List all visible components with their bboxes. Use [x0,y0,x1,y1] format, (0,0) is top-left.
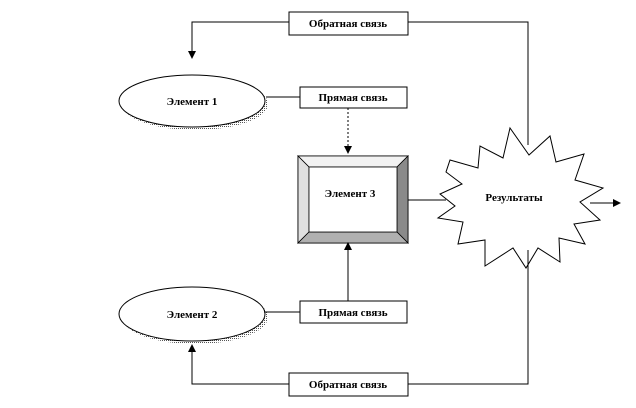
results-label: Результаты [485,192,543,204]
direct-label-top-text: Прямая связь [318,92,387,104]
feedback-label-bottom: Обратная связь [288,372,409,397]
feedback-line-top [192,21,529,145]
direct-label-bottom-text: Прямая связь [318,307,387,319]
element-3: Элемент 3 [297,155,409,244]
feedback-label-bottom-text: Обратная связь [309,379,387,391]
direct-label-bottom: Прямая связь [299,300,408,324]
element-2-label: Элемент 2 [167,309,218,321]
results-burst: Результаты [436,126,605,269]
feedback-label-top-text: Обратная связь [309,18,387,30]
element-3-label: Элемент 3 [325,188,376,200]
direct-label-top: Прямая связь [299,86,408,109]
element-1-label: Элемент 1 [167,96,218,108]
feedback-label-top: Обратная связь [288,11,409,36]
element-2: Элемент 2 [118,286,268,344]
feedback-line-bottom [192,250,529,385]
element-1: Элемент 1 [118,74,268,130]
